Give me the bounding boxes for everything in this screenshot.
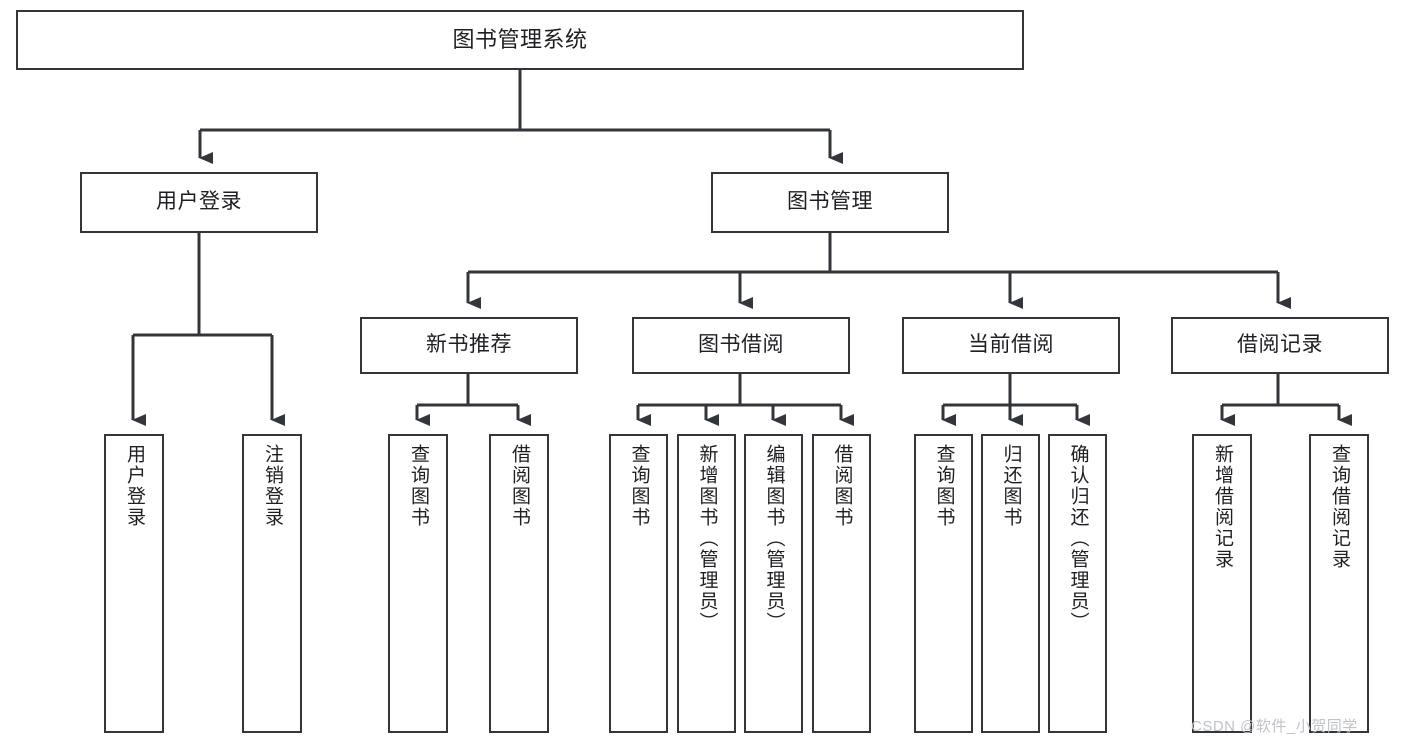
leaf-borrow-edit-book-admin[interactable]: 编辑图书（管理员） [744,434,803,733]
leaf-borrow-borrow-book[interactable]: 借阅图书 [812,434,871,733]
node-label: 图书管理 [787,190,873,214]
node-book-management[interactable]: 图书管理 [711,172,949,233]
node-label: 用户登录 [123,444,145,528]
node-label: 编辑图书（管理员） [763,444,785,633]
node-root-system[interactable]: 图书管理系统 [16,10,1024,70]
leaf-current-confirm-return-admin[interactable]: 确认归还（管理员） [1048,434,1107,733]
node-book-borrow[interactable]: 图书借阅 [632,317,850,374]
node-label: 注销登录 [261,444,283,528]
node-label: 新增图书（管理员） [696,444,718,633]
node-label: 确认归还（管理员） [1067,444,1089,633]
leaf-current-return-book[interactable]: 归还图书 [981,434,1040,733]
leaf-current-query-book[interactable]: 查询图书 [914,434,973,733]
csdn-watermark: CSDN @软件_小贺同学 [1191,718,1358,735]
leaf-user-login-login[interactable]: 用户登录 [104,434,164,733]
leaf-borrow-add-book-admin[interactable]: 新增图书（管理员） [677,434,736,733]
node-label: 借阅记录 [1237,333,1323,357]
node-label: 新书推荐 [426,333,512,357]
node-label: 图书借阅 [698,333,784,357]
node-label: 借阅图书 [508,444,530,528]
node-label: 查询图书 [933,444,955,528]
leaf-new-book-query[interactable]: 查询图书 [388,434,448,733]
node-label: 归还图书 [1000,444,1022,528]
node-label: 查询借阅记录 [1328,444,1350,570]
leaf-borrow-query-book[interactable]: 查询图书 [609,434,668,733]
leaf-new-book-borrow[interactable]: 借阅图书 [489,434,549,733]
node-label: 借阅图书 [831,444,853,528]
node-label: 查询图书 [628,444,650,528]
node-label: 图书管理系统 [452,27,588,53]
node-user-login[interactable]: 用户登录 [80,172,318,233]
node-borrow-record[interactable]: 借阅记录 [1171,317,1389,374]
node-label: 新增借阅记录 [1211,444,1233,570]
node-label: 查询图书 [407,444,429,528]
leaf-record-query-record[interactable]: 查询借阅记录 [1309,434,1369,733]
leaf-record-add-record[interactable]: 新增借阅记录 [1192,434,1252,733]
node-current-borrow[interactable]: 当前借阅 [902,317,1120,374]
leaf-user-login-logout[interactable]: 注销登录 [242,434,302,733]
node-label: 当前借阅 [968,333,1054,357]
node-new-book-recommend[interactable]: 新书推荐 [360,317,578,374]
node-label: 用户登录 [156,190,242,214]
